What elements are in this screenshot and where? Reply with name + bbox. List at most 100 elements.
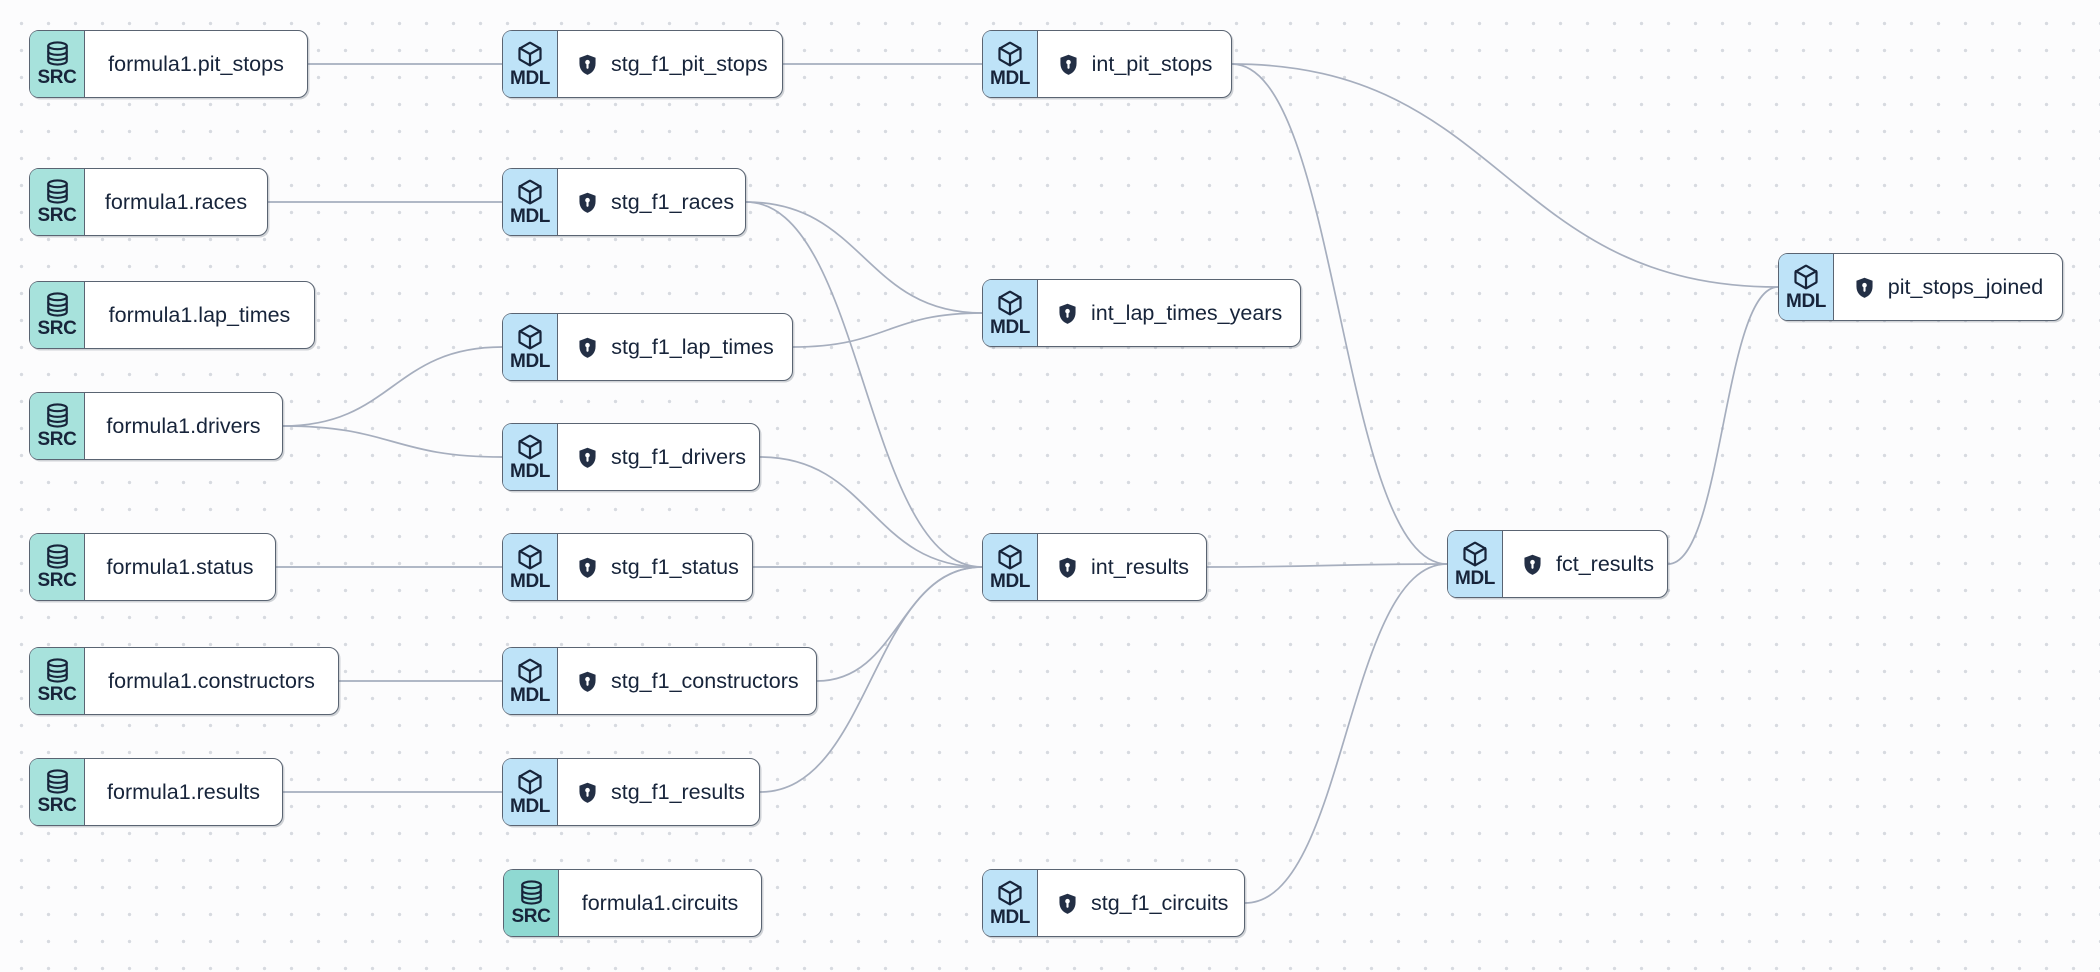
node-stg_f1_lap_times[interactable]: MDL stg_f1_lap_times xyxy=(502,313,793,381)
node-label: stg_f1_races xyxy=(611,189,735,214)
node-formula1.constructors[interactable]: SRC formula1.constructors xyxy=(29,647,339,715)
node-formula1.results[interactable]: SRC formula1.results xyxy=(29,758,283,826)
cube-icon xyxy=(516,40,544,68)
node-label-section: formula1.drivers xyxy=(85,393,282,459)
cube-icon xyxy=(996,543,1024,571)
node-formula1.drivers[interactable]: SRC formula1.drivers xyxy=(29,392,283,460)
cube-icon xyxy=(1792,263,1820,291)
node-type-section: MDL xyxy=(503,424,558,490)
node-label: stg_f1_circuits xyxy=(1091,890,1229,915)
node-type-badge: MDL xyxy=(510,205,550,227)
node-label-section: pit_stops_joined xyxy=(1834,254,2062,320)
node-label-section: formula1.results xyxy=(85,759,282,825)
edge-stg_f1_lap_times-to-int_lap_times_years xyxy=(792,312,983,348)
database-icon xyxy=(44,291,71,318)
node-int_lap_times_years[interactable]: MDL int_lap_times_years xyxy=(982,279,1301,347)
node-type-badge: MDL xyxy=(990,67,1030,89)
node-int_pit_stops[interactable]: MDL int_pit_stops xyxy=(982,30,1232,98)
node-type-section: SRC xyxy=(30,169,85,235)
node-stg_f1_results[interactable]: MDL stg_f1_results xyxy=(502,758,760,826)
node-type-section: MDL xyxy=(983,534,1038,600)
shield-icon xyxy=(576,336,599,359)
edge-stg_f1_constructors-to-int_results xyxy=(816,566,983,682)
edge-int_pit_stops-to-fct_results xyxy=(1231,63,1448,565)
node-label: formula1.races xyxy=(104,189,248,214)
node-type-badge: MDL xyxy=(1786,290,1826,312)
database-icon xyxy=(518,879,545,906)
node-formula1.lap_times[interactable]: SRC formula1.lap_times xyxy=(29,281,315,349)
node-label: stg_f1_results xyxy=(611,779,745,804)
edge-int_results-to-fct_results xyxy=(1206,563,1448,568)
node-type-section: SRC xyxy=(30,534,85,600)
edge-formula1.drivers-to-stg_f1_drivers xyxy=(282,425,503,458)
node-formula1.circuits[interactable]: SRC formula1.circuits xyxy=(503,869,762,937)
node-stg_f1_status[interactable]: MDL stg_f1_status xyxy=(502,533,753,601)
node-label: fct_results xyxy=(1556,551,1654,576)
node-label-section: stg_f1_lap_times xyxy=(558,314,792,380)
node-type-section: SRC xyxy=(30,648,85,714)
edge-stg_f1_races-to-int_lap_times_years xyxy=(745,201,983,314)
edge-stg_f1_drivers-to-int_results xyxy=(759,456,983,568)
node-type-section: SRC xyxy=(30,393,85,459)
database-icon xyxy=(44,402,71,429)
node-type-section: MDL xyxy=(503,534,558,600)
node-formula1.races[interactable]: SRC formula1.races xyxy=(29,168,268,236)
node-label: formula1.circuits xyxy=(581,890,739,915)
node-fct_results[interactable]: MDL fct_results xyxy=(1447,530,1668,598)
node-formula1.pit_stops[interactable]: SRC formula1.pit_stops xyxy=(29,30,308,98)
database-icon xyxy=(44,768,71,795)
node-label-section: stg_f1_circuits xyxy=(1038,870,1246,936)
database-icon xyxy=(44,657,71,684)
node-type-badge: MDL xyxy=(510,67,550,89)
node-label-section: formula1.lap_times xyxy=(85,282,314,348)
node-type-section: MDL xyxy=(1779,254,1834,320)
node-label-section: stg_f1_results xyxy=(558,759,763,825)
node-stg_f1_circuits[interactable]: MDL stg_f1_circuits xyxy=(982,869,1245,937)
shield-icon xyxy=(576,191,599,214)
cube-icon xyxy=(1461,540,1489,568)
node-type-section: MDL xyxy=(983,280,1038,346)
node-type-section: MDL xyxy=(503,169,558,235)
shield-icon xyxy=(576,670,599,693)
cube-icon xyxy=(516,323,544,351)
node-label: stg_f1_lap_times xyxy=(611,334,774,359)
node-formula1.status[interactable]: SRC formula1.status xyxy=(29,533,276,601)
node-label: stg_f1_status xyxy=(611,554,739,579)
node-int_results[interactable]: MDL int_results xyxy=(982,533,1207,601)
node-type-badge: MDL xyxy=(510,460,550,482)
cube-icon xyxy=(996,879,1024,907)
node-type-section: MDL xyxy=(503,31,558,97)
node-label: stg_f1_constructors xyxy=(611,668,799,693)
node-stg_f1_drivers[interactable]: MDL stg_f1_drivers xyxy=(502,423,760,491)
database-icon xyxy=(44,178,71,205)
node-label: formula1.results xyxy=(107,779,260,804)
cube-icon xyxy=(516,178,544,206)
edge-stg_f1_results-to-int_results xyxy=(759,566,983,793)
edge-fct_results-to-pit_stops_joined xyxy=(1667,286,1779,565)
node-label-section: stg_f1_constructors xyxy=(558,648,817,714)
node-label: int_pit_stops xyxy=(1091,51,1213,76)
node-pit_stops_joined[interactable]: MDL pit_stops_joined xyxy=(1778,253,2063,321)
shield-icon xyxy=(576,556,599,579)
node-stg_f1_pit_stops[interactable]: MDL stg_f1_pit_stops xyxy=(502,30,783,98)
node-type-section: MDL xyxy=(1448,531,1503,597)
shield-icon xyxy=(1057,53,1080,76)
shield-icon xyxy=(576,446,599,469)
node-label-section: stg_f1_pit_stops xyxy=(558,31,786,97)
edge-int_pit_stops-to-pit_stops_joined xyxy=(1231,63,1779,288)
node-type-badge: SRC xyxy=(37,684,77,706)
node-label-section: formula1.pit_stops xyxy=(85,31,307,97)
database-icon xyxy=(44,40,71,67)
node-label: formula1.constructors xyxy=(108,668,315,693)
node-stg_f1_constructors[interactable]: MDL stg_f1_constructors xyxy=(502,647,817,715)
node-label: formula1.pit_stops xyxy=(108,51,284,76)
shield-icon xyxy=(1056,892,1079,915)
node-type-badge: SRC xyxy=(37,570,77,592)
node-stg_f1_races[interactable]: MDL stg_f1_races xyxy=(502,168,746,236)
edge-stg_f1_circuits-to-fct_results xyxy=(1244,563,1448,904)
node-type-badge: SRC xyxy=(37,67,77,89)
node-label-section: int_results xyxy=(1038,534,1207,600)
node-type-section: SRC xyxy=(504,870,559,936)
